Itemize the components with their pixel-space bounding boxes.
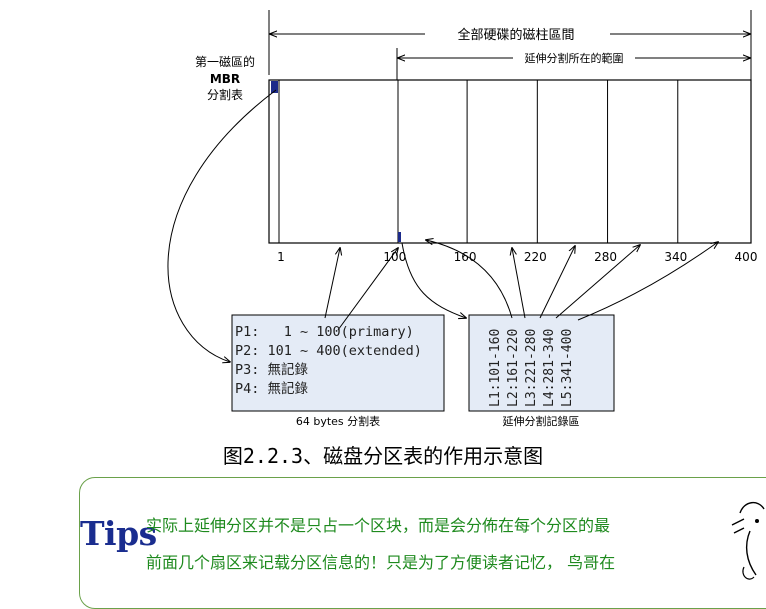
arrow-l3-to-220 bbox=[539, 246, 575, 319]
logical-entry-3: L3:221-280 bbox=[524, 329, 539, 407]
tips-line-2: 前面几个扇区来记载分区信息的！只是为了方便读者记忆， 鸟哥在 bbox=[146, 553, 616, 572]
tick-label-160: 160 bbox=[454, 250, 477, 264]
tick-label-1: 1 bbox=[277, 250, 285, 264]
arrow-l5-to-340 bbox=[577, 242, 718, 321]
bird-mascot-icon bbox=[731, 502, 765, 580]
logical-entry-4: L4:281-340 bbox=[542, 329, 557, 407]
disk-bar bbox=[268, 79, 752, 244]
tips-line-1: 实际上延伸分区并不是只占一个区块，而是会分佈在每个分区的最 bbox=[146, 516, 611, 535]
extended-range-label: 延伸分割所在的範圍 bbox=[525, 51, 624, 65]
arrow-l4-to-280 bbox=[555, 245, 640, 319]
arrow-l1-to-100 bbox=[426, 240, 513, 319]
tick-label-340: 340 bbox=[664, 250, 687, 264]
arrow-p2-to-100 bbox=[337, 248, 398, 331]
logical-entry-1: L1:101-160 bbox=[488, 329, 503, 407]
partition-line-p3: P3: 無記錄 bbox=[235, 362, 309, 378]
arrow-p1-to-1 bbox=[324, 248, 340, 319]
partition-line-p4: P4: 無記錄 bbox=[235, 381, 309, 397]
logical-entry-5: L5:341-400 bbox=[560, 329, 575, 407]
mbr-label-line3: 分割表 bbox=[207, 87, 243, 102]
arrow-l2-to-160 bbox=[512, 248, 526, 319]
tick-label-400: 400 bbox=[735, 250, 758, 264]
tips-box bbox=[79, 477, 766, 609]
tick-label-280: 280 bbox=[594, 250, 617, 264]
tips-title: Tips bbox=[80, 514, 157, 553]
full-range-label: 全部硬碟的磁柱區間 bbox=[457, 27, 574, 43]
partition-table-caption: 64 bytes 分割表 bbox=[296, 414, 380, 428]
partition-line-p2: P2: 101 ~ 400(extended) bbox=[235, 343, 422, 359]
extended-marker bbox=[398, 232, 401, 242]
mbr-marker bbox=[271, 81, 278, 93]
logical-entry-2: L2:161-220 bbox=[506, 329, 521, 407]
arrow-extended-to-logical bbox=[401, 242, 466, 318]
arrow-mbr-to-table bbox=[167, 89, 277, 362]
partition-line-p1: P1: 1 ~ 100(primary) bbox=[235, 324, 414, 340]
logical-table-caption: 延伸分割記錄區 bbox=[503, 414, 580, 428]
partition-table-box bbox=[231, 314, 445, 412]
tick-label-220: 220 bbox=[524, 250, 547, 264]
mbr-label-line1: 第一磁區的 bbox=[195, 54, 255, 69]
mbr-label-line2: MBR bbox=[210, 72, 240, 86]
figure-caption: 图2.2.3、磁盘分区表的作用示意图 bbox=[222, 444, 544, 468]
